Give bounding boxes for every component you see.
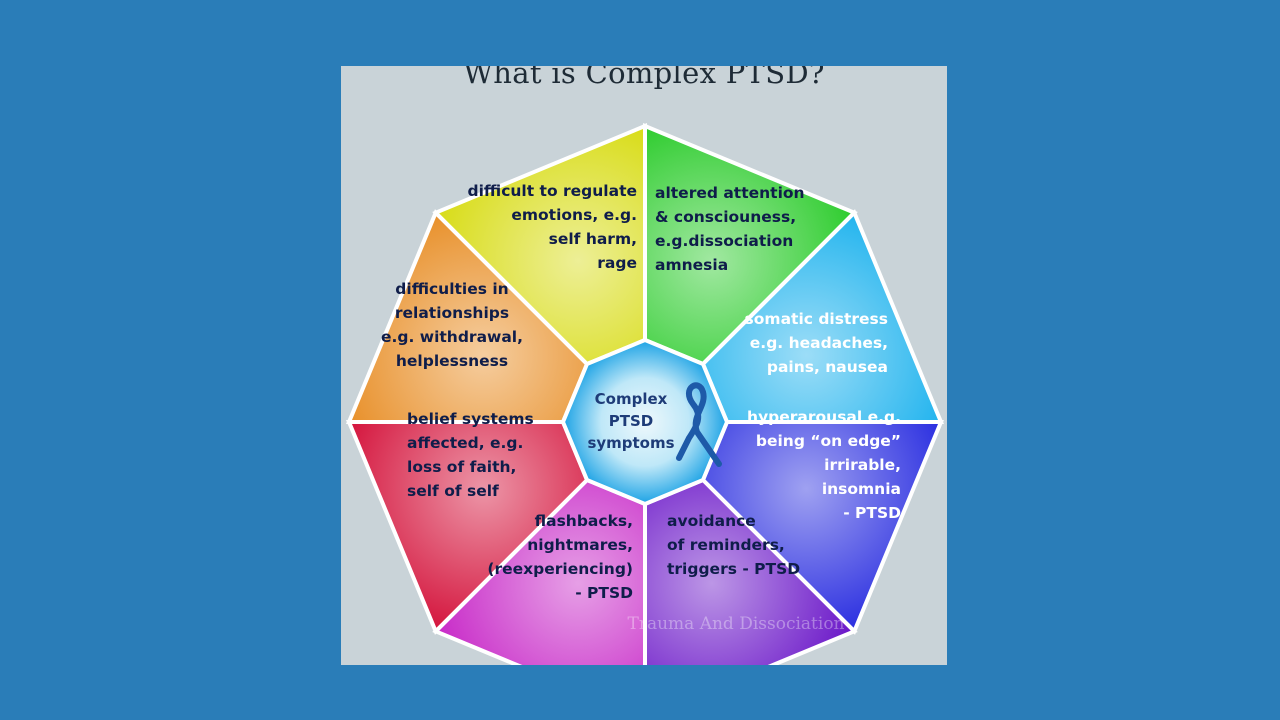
segment-label-line: somatic distress	[745, 310, 888, 328]
segment-label-line: insomnia	[822, 480, 901, 498]
segment-label-line: - PTSD	[843, 504, 901, 522]
segment-label-line: flashbacks,	[535, 512, 633, 530]
segment-label-line: altered attention	[655, 184, 805, 202]
segment-label-line: - PTSD	[575, 584, 633, 602]
segment-label-belief-systems: belief systems affected, e.g. loss of fait…	[407, 410, 534, 500]
awareness-ribbon-icon	[676, 382, 722, 467]
segment-label-line: pains, nausea	[767, 358, 888, 376]
segment-label-hyperarousal: hyperarousal e.g. being “on edge” irrirabl…	[747, 408, 901, 522]
segment-label-line: relationships	[395, 304, 509, 322]
segment-label-line: hyperarousal e.g.	[747, 408, 901, 426]
center-label-line: Complex	[595, 390, 668, 408]
segment-label-flashbacks: flashbacks, nightmares, (reexperiencing) - …	[487, 512, 633, 602]
segment-label-relationships: difficulties in relationships e.g. withdra…	[381, 280, 523, 370]
segment-label-avoidance: avoidance of reminders, triggers - PTSD	[667, 512, 800, 578]
segment-label-line: self of self	[407, 482, 499, 500]
segment-label-regulate-emotions: difficult to regulate emotions, e.g. self …	[468, 182, 637, 272]
segment-label-line: & consciouness,	[655, 208, 796, 226]
watermark: Trauma And Dissociation	[627, 614, 844, 634]
center-label-line: PTSD	[609, 412, 653, 430]
segment-label-line: amnesia	[655, 256, 728, 274]
segment-label-line: e.g. headaches,	[750, 334, 888, 352]
segment-label-line: belief systems	[407, 410, 534, 428]
segment-label-line: e.g.dissociation	[655, 232, 793, 250]
segment-label-line: difficulties in	[395, 280, 508, 298]
segment-label-line: e.g. withdrawal,	[381, 328, 523, 346]
segment-label-line: affected, e.g.	[407, 434, 523, 452]
segment-label-line: of reminders,	[667, 536, 785, 554]
center-label-line: symptoms	[587, 434, 674, 452]
page-title: What is Complex PTSD?	[463, 66, 825, 90]
segment-label-line: emotions, e.g.	[511, 206, 637, 224]
segment-label-line: difficult to regulate	[468, 182, 637, 200]
segment-label-line: self harm,	[549, 230, 637, 248]
segment-label-line: being “on edge”	[756, 432, 901, 450]
segment-label-line: loss of faith,	[407, 458, 516, 476]
segment-label-line: (reexperiencing)	[487, 560, 633, 578]
segment-label-line: triggers - PTSD	[667, 560, 800, 578]
segment-label-line: avoidance	[667, 512, 756, 530]
segment-label-line: nightmares,	[527, 536, 633, 554]
segment-label-line: rage	[597, 254, 637, 272]
segment-label-altered-attention: altered attention & consciouness, e.g.diss…	[655, 184, 805, 274]
center-octagon	[560, 337, 730, 507]
segment-label-somatic-distress: somatic distress e.g. headaches, pains, na…	[745, 310, 888, 376]
segment-label-line: helplessness	[396, 352, 508, 370]
segment-label-line: irrirable,	[824, 456, 901, 474]
